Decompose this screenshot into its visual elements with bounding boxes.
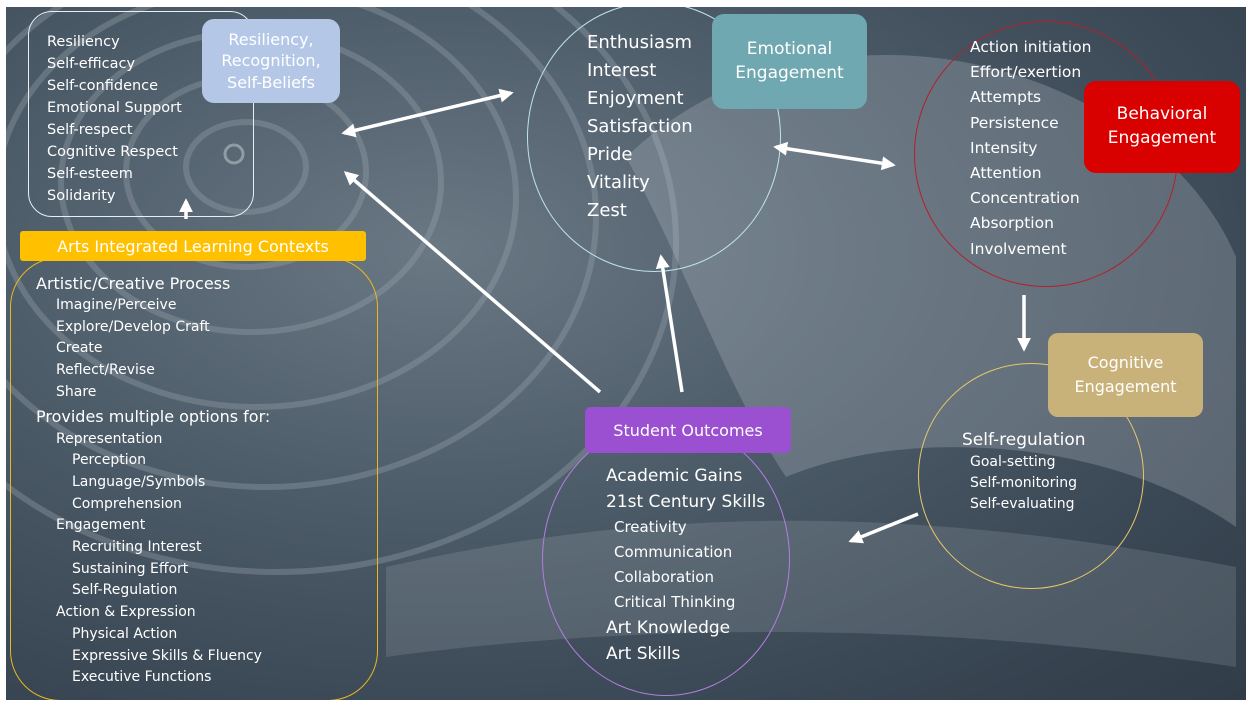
cognitive-title: Self-regulation (962, 430, 1086, 450)
list-item: Self-confidence (47, 78, 159, 94)
list-item: Creativity (614, 518, 687, 536)
resiliency-header: Resiliency, Recognition, Self-Beliefs (221, 30, 321, 92)
cognitive-header-box: Cognitive Engagement (1048, 333, 1203, 417)
list-item: Self-efficacy (47, 56, 136, 72)
list-item: Language/Symbols (72, 473, 206, 490)
list-item: Cognitive Respect (47, 144, 178, 160)
list-item: Concentration (970, 189, 1080, 208)
list-item: Explore/Develop Craft (56, 318, 210, 335)
outcomes-content: Academic Gains 21st Century Skills Creat… (606, 463, 765, 667)
list-item: Communication (614, 543, 733, 561)
list-item: Solidarity (47, 188, 116, 204)
list-item: Satisfaction (587, 116, 693, 137)
list-item: Interest (587, 60, 657, 81)
list-item: Enjoyment (587, 88, 684, 109)
list-item: Intensity (970, 138, 1038, 157)
list-item: Reflect/Revise (56, 362, 155, 379)
list-item: Persistence (970, 113, 1059, 132)
list-item: Physical Action (72, 625, 178, 642)
resiliency-outline (28, 11, 254, 217)
arrow-outcomes-resiliency (343, 171, 602, 394)
list-item: Vitality (587, 172, 650, 193)
list-item: Goal-setting (970, 454, 1056, 470)
list-item: Zest (587, 200, 627, 221)
arrow-resiliency-emotional (341, 88, 514, 138)
list-item: Perception (72, 452, 147, 469)
outcomes-academic: Academic Gains (606, 466, 743, 486)
list-item: Self-respect (47, 122, 133, 138)
outcomes-header-box: Student Outcomes (585, 407, 791, 453)
arrow-outcomes-emotional (655, 254, 684, 393)
arts-action-title: Action & Expression (56, 604, 196, 621)
behavioral-list: Action initiation Effort/exertion Attemp… (970, 35, 1091, 262)
list-item: Recruiting Interest (72, 539, 202, 556)
list-item: Absorption (970, 214, 1054, 233)
emotional-circle (527, 7, 781, 272)
list-item: Action initiation (970, 38, 1092, 56)
list-item: Create (56, 340, 103, 357)
list-item: Pride (587, 144, 633, 165)
list-item: Involvement (970, 239, 1067, 258)
list-item: Self-esteem (47, 166, 133, 182)
list-item: Imagine/Perceive (56, 297, 177, 313)
behavioral-header-box: Behavioral Engagement (1084, 81, 1240, 173)
arts-representation-title: Representation (56, 430, 163, 447)
arts-content: Artistic/Creative Process Imagine/Percei… (36, 272, 270, 689)
outcomes-header: Student Outcomes (613, 420, 763, 440)
arts-engagement-title: Engagement (56, 517, 146, 534)
behavioral-header: Behavioral Engagement (1107, 104, 1217, 148)
list-item: Emotional Support (47, 100, 182, 116)
arts-header: Arts Integrated Learning Contexts (57, 236, 329, 256)
arts-options-title: Provides multiple options for: (36, 406, 271, 426)
list-item: Comprehension (72, 495, 182, 512)
list-item: Attention (970, 164, 1042, 183)
list-item: Sustaining Effort (72, 560, 189, 577)
list-item: Self-Regulation (72, 582, 178, 599)
arrow-emotional-behavioral (773, 141, 896, 171)
list-item: Share (56, 383, 97, 400)
list-item: Enthusiasm (587, 32, 692, 53)
list-item: Expressive Skills & Fluency (72, 647, 262, 664)
list-item: Self-evaluating (970, 496, 1075, 512)
list-item: Self-monitoring (970, 475, 1078, 491)
arts-process-title: Artistic/Creative Process (36, 274, 231, 293)
arrow-layer (179, 88, 1031, 544)
outcomes-century-title: 21st Century Skills (606, 492, 766, 512)
resiliency-header-box: Resiliency, Recognition, Self-Beliefs (202, 19, 340, 103)
list-item: Resiliency (47, 34, 120, 50)
list-item: Effort/exertion (970, 63, 1082, 82)
emotional-header: Emotional Engagement (735, 38, 844, 83)
arts-header-box: Arts Integrated Learning Contexts (20, 231, 366, 261)
list-item: Executive Functions (72, 669, 212, 686)
outcomes-art-knowledge: Art Knowledge (606, 618, 731, 638)
resiliency-list: Resiliency Self-efficacy Self-confidence… (47, 31, 182, 207)
list-item: Critical Thinking (614, 593, 736, 611)
emotional-header-box: Emotional Engagement (712, 14, 867, 109)
cognitive-content: Self-regulation Goal-setting Self-monito… (962, 428, 1086, 515)
emotional-list: Enthusiasm Interest Enjoyment Satisfacti… (587, 29, 693, 225)
list-item: Collaboration (614, 568, 714, 586)
cognitive-circle (918, 363, 1144, 589)
arrow-cognitive-outcomes (848, 512, 919, 544)
list-item: Attempts (970, 88, 1042, 107)
diagram-canvas: Resiliency, Recognition, Self-Beliefs Re… (6, 7, 1246, 700)
outcomes-art-skills: Art Skills (606, 644, 681, 664)
cognitive-header: Cognitive Engagement (1074, 353, 1177, 396)
